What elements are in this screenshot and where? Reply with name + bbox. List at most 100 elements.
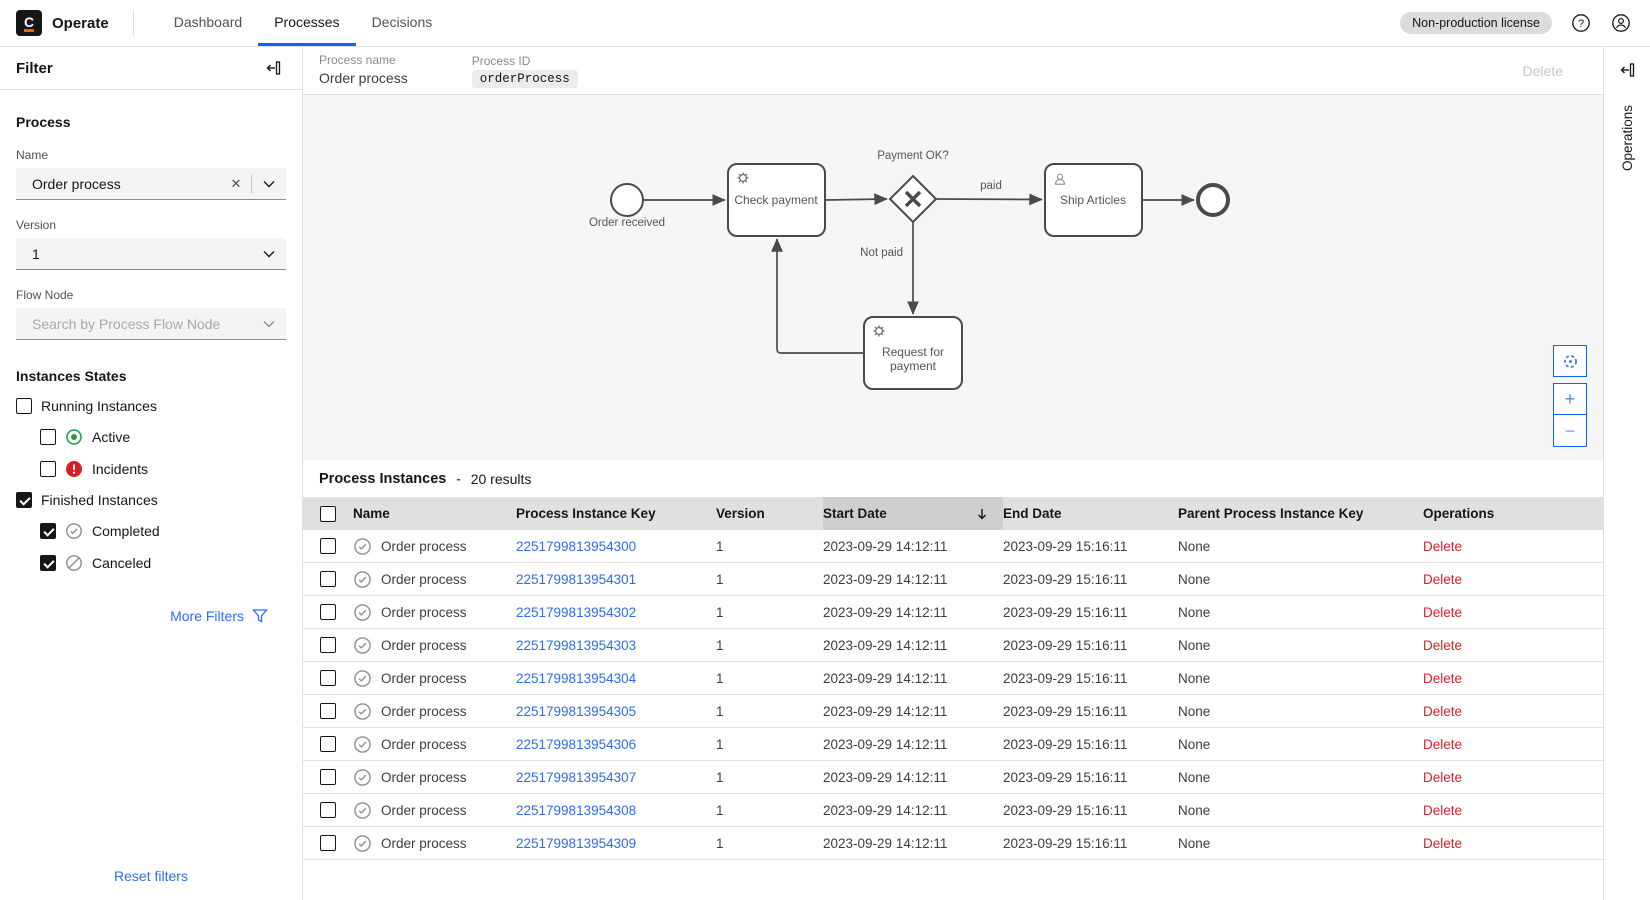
delete-process-button[interactable]: Delete <box>1523 63 1587 79</box>
delete-instance-link[interactable]: Delete <box>1423 671 1462 686</box>
incidents-checkbox[interactable] <box>40 461 56 477</box>
row-checkbox[interactable] <box>320 604 336 620</box>
row-checkbox[interactable] <box>320 670 336 686</box>
process-instance-key-link[interactable]: 2251799813954301 <box>516 572 636 587</box>
reset-filters-link[interactable]: Reset filters <box>0 868 302 884</box>
row-checkbox[interactable] <box>320 637 336 653</box>
table-row[interactable]: Order process 2251799813954309 1 2023-09… <box>303 827 1603 860</box>
process-name-combobox[interactable]: Order process ✕ <box>16 168 286 200</box>
table-row[interactable]: Order process 2251799813954307 1 2023-09… <box>303 761 1603 794</box>
table-row[interactable]: Order process 2251799813954304 1 2023-09… <box>303 662 1603 695</box>
running-instances-checkbox[interactable] <box>16 398 32 414</box>
filter-active: Active <box>40 428 286 446</box>
active-state-icon <box>65 428 83 446</box>
completed-state-icon <box>353 768 372 787</box>
end-event[interactable] <box>1198 185 1228 215</box>
process-instance-key-link[interactable]: 2251799813954303 <box>516 638 636 653</box>
filter-incidents: Incidents <box>40 460 286 478</box>
col-name[interactable]: Name <box>353 497 516 530</box>
instance-name: Order process <box>381 704 467 719</box>
finished-instances-checkbox[interactable] <box>16 492 32 508</box>
flow-paid-label: paid <box>980 180 1002 192</box>
more-filters-link[interactable]: More Filters <box>16 608 286 624</box>
table-row[interactable]: Order process 2251799813954302 1 2023-09… <box>303 596 1603 629</box>
instance-name: Order process <box>381 803 467 818</box>
zoom-out-button[interactable]: − <box>1553 415 1587 447</box>
filter-header: Filter <box>0 47 302 90</box>
col-parent-key[interactable]: Parent Process Instance Key <box>1178 497 1423 530</box>
expand-operations-panel-icon[interactable] <box>1618 61 1636 79</box>
row-checkbox[interactable] <box>320 538 336 554</box>
process-instance-key-link[interactable]: 2251799813954305 <box>516 704 636 719</box>
col-process-instance-key[interactable]: Process Instance Key <box>516 497 716 530</box>
completed-state-icon <box>353 702 372 721</box>
flow-node-field-label: Flow Node <box>16 288 286 302</box>
table-row[interactable]: Order process 2251799813954300 1 2023-09… <box>303 530 1603 563</box>
nav-divider <box>133 10 134 36</box>
row-checkbox[interactable] <box>320 835 336 851</box>
process-instance-key-link[interactable]: 2251799813954309 <box>516 836 636 851</box>
operations-panel-title: Operations <box>1620 105 1635 171</box>
tab-processes[interactable]: Processes <box>258 0 355 46</box>
table-row[interactable]: Order process 2251799813954306 1 2023-09… <box>303 728 1603 761</box>
row-checkbox[interactable] <box>320 571 336 587</box>
row-checkbox[interactable] <box>320 802 336 818</box>
chevron-down-icon[interactable] <box>252 180 286 188</box>
table-row[interactable]: Order process 2251799813954301 1 2023-09… <box>303 563 1603 596</box>
select-all-checkbox[interactable] <box>320 506 336 522</box>
task-ship-articles-label: Ship Articles <box>1060 193 1126 207</box>
delete-instance-link[interactable]: Delete <box>1423 704 1462 719</box>
delete-instance-link[interactable]: Delete <box>1423 539 1462 554</box>
svg-text:?: ? <box>1578 18 1584 30</box>
state-label: Running Instances <box>41 398 157 414</box>
version-select[interactable]: 1 <box>16 238 286 270</box>
row-checkbox[interactable] <box>320 769 336 785</box>
instance-version: 1 <box>716 596 823 628</box>
main-nav: Dashboard Processes Decisions <box>158 0 449 46</box>
chevron-down-icon[interactable] <box>252 320 286 328</box>
delete-instance-link[interactable]: Delete <box>1423 836 1462 851</box>
task-request-payment-label1: Request for <box>882 345 944 359</box>
active-checkbox[interactable] <box>40 429 56 445</box>
table-row[interactable]: Order process 2251799813954308 1 2023-09… <box>303 794 1603 827</box>
zoom-in-button[interactable]: + <box>1553 383 1587 415</box>
tab-decisions[interactable]: Decisions <box>356 0 449 46</box>
delete-instance-link[interactable]: Delete <box>1423 803 1462 818</box>
process-instance-key-link[interactable]: 2251799813954304 <box>516 671 636 686</box>
process-instance-key-link[interactable]: 2251799813954308 <box>516 803 636 818</box>
delete-instance-link[interactable]: Delete <box>1423 770 1462 785</box>
reset-zoom-button[interactable] <box>1553 345 1587 377</box>
instance-version: 1 <box>716 794 823 826</box>
instance-parent-key: None <box>1178 662 1423 694</box>
col-version[interactable]: Version <box>716 497 823 530</box>
filter-canceled: Canceled <box>40 554 286 572</box>
process-instance-key-link[interactable]: 2251799813954302 <box>516 605 636 620</box>
table-row[interactable]: Order process 2251799813954303 1 2023-09… <box>303 629 1603 662</box>
delete-instance-link[interactable]: Delete <box>1423 638 1462 653</box>
flow-node-placeholder: Search by Process Flow Node <box>16 316 252 332</box>
delete-instance-link[interactable]: Delete <box>1423 605 1462 620</box>
clear-name-icon[interactable]: ✕ <box>221 176 251 192</box>
tab-dashboard[interactable]: Dashboard <box>158 0 259 46</box>
bpmn-diagram[interactable]: Order received Check payment Payment OK?… <box>303 95 1603 460</box>
table-row[interactable]: Order process 2251799813954305 1 2023-09… <box>303 695 1603 728</box>
start-event-order-received[interactable] <box>611 184 643 216</box>
completed-checkbox[interactable] <box>40 523 56 539</box>
process-instance-key-link[interactable]: 2251799813954300 <box>516 539 636 554</box>
flow-node-select[interactable]: Search by Process Flow Node <box>16 308 286 340</box>
collapse-filter-panel-icon[interactable] <box>264 59 282 77</box>
delete-instance-link[interactable]: Delete <box>1423 737 1462 752</box>
user-icon[interactable] <box>1610 12 1632 34</box>
row-checkbox[interactable] <box>320 703 336 719</box>
help-icon[interactable]: ? <box>1570 12 1592 34</box>
col-start-date[interactable]: Start Date <box>823 497 1003 530</box>
process-instance-key-link[interactable]: 2251799813954307 <box>516 770 636 785</box>
state-label: Incidents <box>92 461 148 477</box>
canceled-checkbox[interactable] <box>40 555 56 571</box>
row-checkbox[interactable] <box>320 736 336 752</box>
delete-instance-link[interactable]: Delete <box>1423 572 1462 587</box>
process-instance-key-link[interactable]: 2251799813954306 <box>516 737 636 752</box>
instance-end-date: 2023-09-29 15:16:11 <box>1003 662 1178 694</box>
col-end-date[interactable]: End Date <box>1003 497 1178 530</box>
chevron-down-icon[interactable] <box>252 250 286 258</box>
